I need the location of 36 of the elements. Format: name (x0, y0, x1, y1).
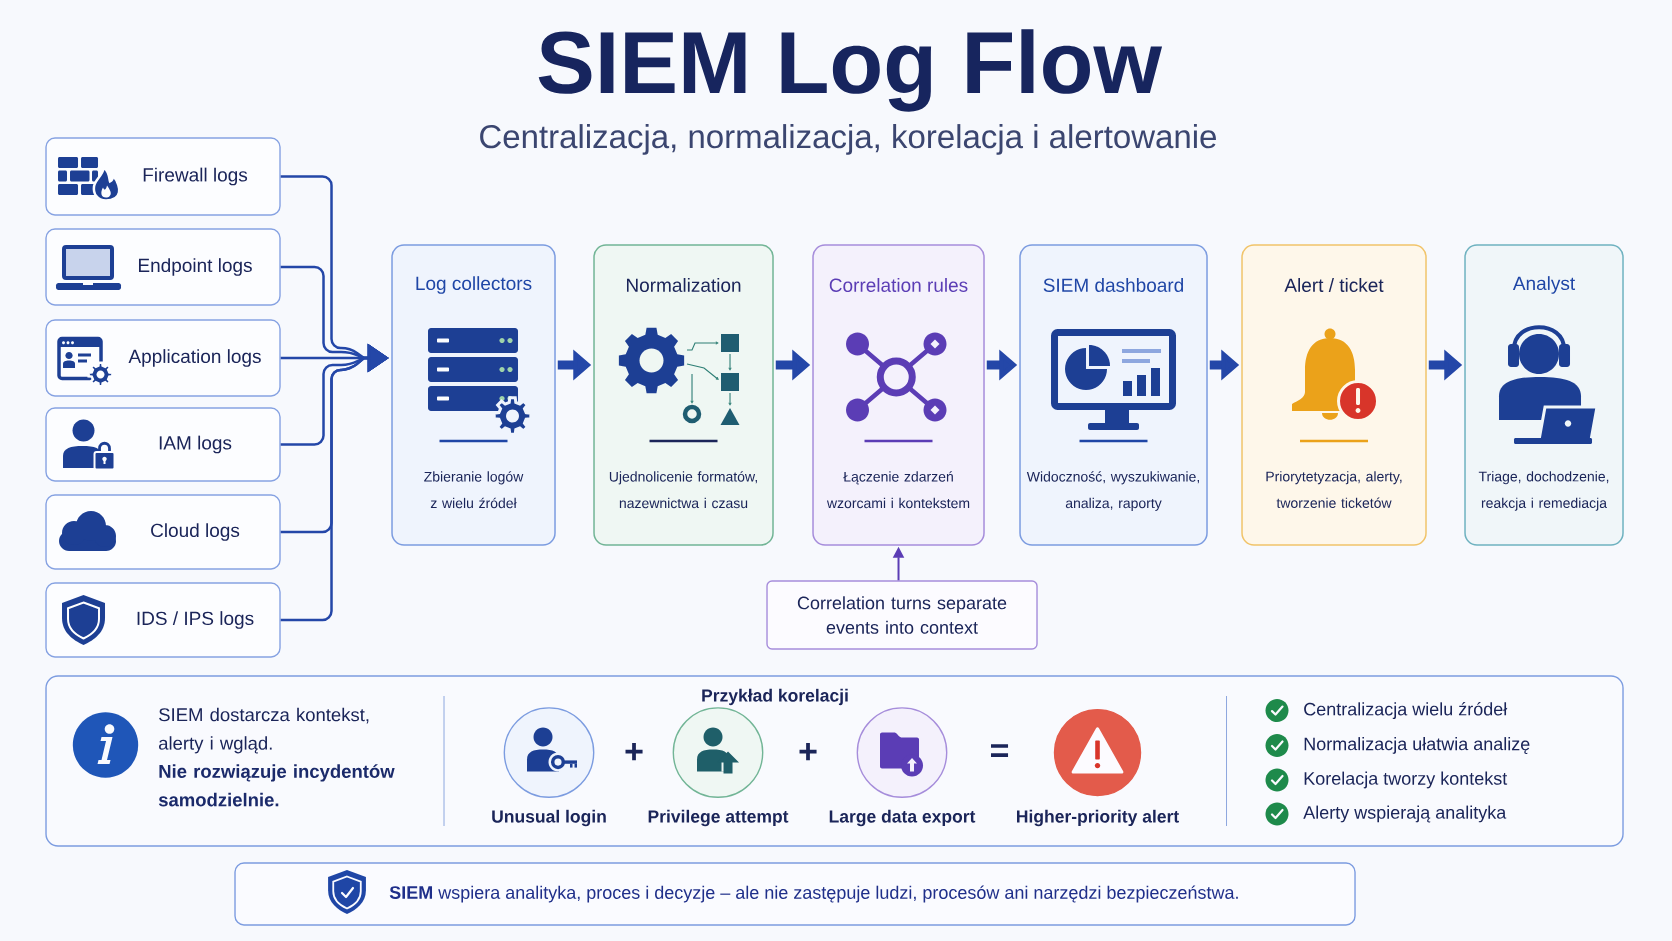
node-label: Zbieranie logów z wielu źródeł (424, 471, 524, 509)
checklist-item: Normalizacja ułatwia analizę (1304, 737, 1530, 754)
equals-sign: = (991, 744, 1009, 757)
stage-card: Normalization Ujednolicenie formatów, nazewnictwa i czasu (593, 244, 774, 546)
stage-card: SIEM dashboard Widoczność, wyszukiwanie, analiza, raporty (1019, 244, 1208, 546)
checklist-item: Alerty wspierają analityka (1303, 805, 1507, 823)
title: SIEM Log Flow (538, 29, 1163, 112)
node-label: Normalization (626, 278, 741, 292)
source-box: Cloud logs (45, 494, 281, 570)
plus-sign: + (625, 743, 643, 761)
node-label: Analyst (1512, 276, 1576, 294)
node-label: Higher-priority alert (1017, 809, 1179, 827)
node-label: Large data export (829, 809, 976, 827)
source-box: Firewall logs (45, 137, 281, 216)
node-label: Priorytetyzacja, alerty, tworzenie ticketów (1266, 471, 1402, 508)
checklist-item: Centralizacja wielu źródeł (1304, 702, 1508, 720)
node-label: Privilege attempt (648, 809, 789, 827)
node-label: Łączenie zdarzeń wzorcami i kontekstem (826, 471, 970, 509)
node-label: Unusual login (492, 809, 606, 827)
subtitle: Centralizacja, normalizacja, korelacja i alertowanie (480, 124, 1216, 155)
stage-card: Alert / ticket Priorytetyzacja, alerty, tworzenie ticketów (1241, 244, 1427, 546)
section-heading: Przykład korelacji (702, 688, 848, 706)
source-box: IDS / IPS logs (45, 582, 281, 658)
node-label: Ujednolicenie formatów, nazewnictwa i czasu (609, 471, 757, 509)
source-box: IAM logs (45, 407, 281, 482)
footer-banner: SIEM wspiera analityka, proces i decyzje – ale nie zastępuje ludzi, procesów ani narzędzi bezpieczeństwa. (234, 862, 1356, 926)
plus-sign: + (799, 743, 817, 761)
node-label: Correlation rules (829, 278, 968, 292)
node-label: Widoczność, wyszukiwanie, analiza, raporty (1026, 471, 1199, 511)
note-box: Correlation turns separate events into context (766, 580, 1038, 650)
checklist-item: Korelacja tworzy kontekst (1304, 771, 1508, 789)
node-label: Log collectors (416, 276, 532, 294)
node-label: Alert / ticket (1284, 278, 1384, 292)
stage-card: Correlation rules Łączenie zdarzeń wzorcami i kontekstem (812, 244, 985, 546)
node-label: SIEM dashboard (1043, 278, 1184, 292)
node-label: Triage, dochodzenie, reakcja i remediacja (1478, 471, 1609, 511)
